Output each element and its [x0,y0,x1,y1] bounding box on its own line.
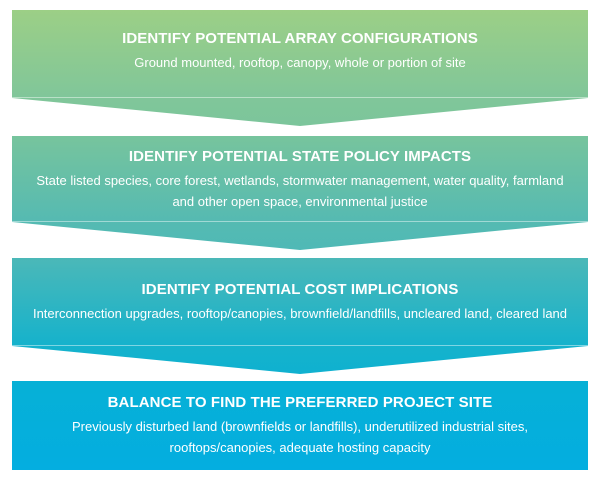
down-arrow-icon [12,98,588,126]
step-box: IDENTIFY POTENTIAL ARRAY CONFIGURATIONS … [12,10,588,98]
step-title: IDENTIFY POTENTIAL COST IMPLICATIONS [141,281,459,298]
step-title: IDENTIFY POTENTIAL STATE POLICY IMPACTS [128,147,472,165]
step-description: Previously disturbed land (brownfields o… [72,419,528,455]
step-title: BALANCE TO FIND THE PREFERRED PROJECT SI… [107,394,493,411]
step-box: IDENTIFY POTENTIAL COST IMPLICATIONS Int… [12,258,588,346]
step-box: BALANCE TO FIND THE PREFERRED PROJECT SI… [12,381,588,470]
flow-step-cost-implications: IDENTIFY POTENTIAL COST IMPLICATIONS Int… [12,258,588,374]
step-description: Ground mounted, rooftop, canopy, whole o… [134,55,466,70]
down-arrow-icon [12,222,588,250]
down-arrow-icon [12,346,588,374]
flow-step-preferred-project-site: BALANCE TO FIND THE PREFERRED PROJECT SI… [12,381,588,470]
step-box: IDENTIFY POTENTIAL STATE POLICY IMPACTS … [12,136,588,222]
step-title: IDENTIFY POTENTIAL ARRAY CONFIGURATIONS [122,30,478,47]
step-description: Interconnection upgrades, rooftop/canopi… [32,306,568,321]
step-description: State listed species, core forest, wetla… [36,172,564,209]
flow-step-state-policy-impacts: IDENTIFY POTENTIAL STATE POLICY IMPACTS … [12,136,588,250]
flow-step-array-configurations: IDENTIFY POTENTIAL ARRAY CONFIGURATIONS … [12,10,588,126]
